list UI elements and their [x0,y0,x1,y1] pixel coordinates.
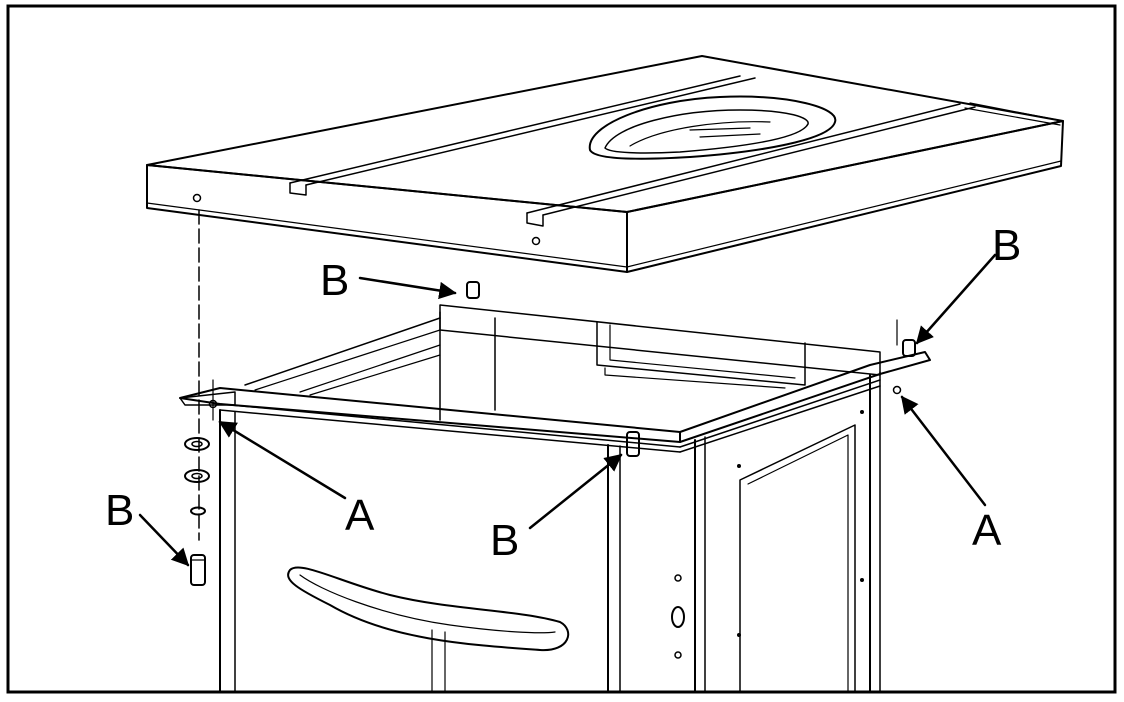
hardware [184,209,916,586]
arrow-b-bottom-center [528,453,623,530]
callout-b-top-left: B [320,256,349,305]
arrow-a-left [218,420,347,500]
stand-cabinet [179,304,931,693]
arrow-b-top-left [358,276,457,300]
callout-b-bottom-center: B [490,516,519,565]
callout-b-top-right: B [992,221,1021,270]
callout-a-left: A [345,491,375,540]
callout-a-right: A [972,506,1002,555]
callout-arrows [138,253,997,567]
figure-border [6,4,1117,694]
arrow-b-top-right [915,253,997,345]
arrow-a-right [900,395,987,507]
table-top [146,55,1064,273]
arrow-b-bottom-left [138,513,190,567]
callout-b-bottom-left: B [105,486,134,535]
